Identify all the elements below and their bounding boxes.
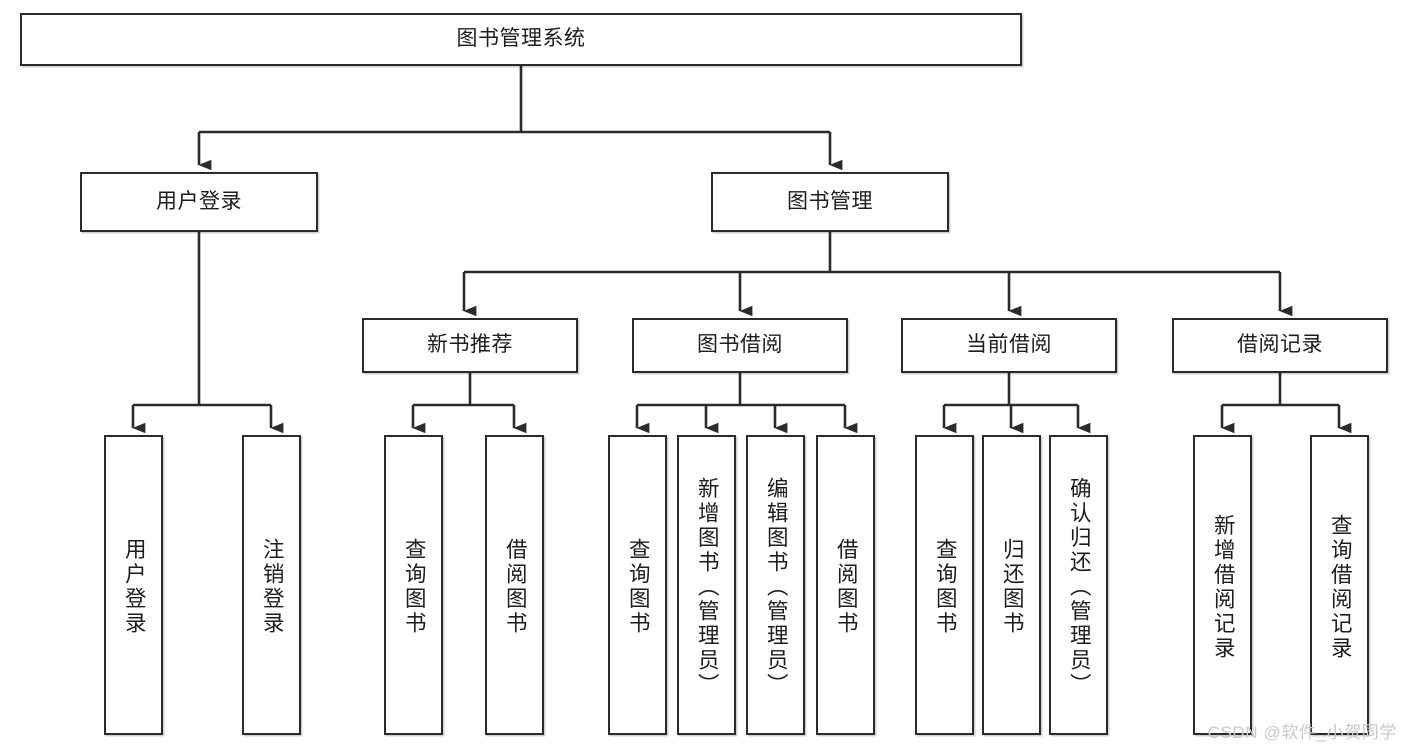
leaf-return-book-label: 归还图书 (1000, 538, 1025, 636)
leaf-edit-book-admin[interactable]: 编辑图书（管理员） (746, 435, 805, 735)
leaf-query-book-current[interactable]: 查询图书 (915, 435, 974, 735)
leaf-add-book-admin-label: 新增图书（管理员） (695, 476, 720, 698)
node-new-book-recommend-label: 新书推荐 (427, 333, 513, 357)
leaf-query-borrow-record-label: 查询借阅记录 (1328, 513, 1353, 661)
node-book-borrow-label: 图书借阅 (697, 333, 783, 357)
leaf-query-book-borrow[interactable]: 查询图书 (608, 435, 667, 735)
leaf-logout-login-label: 注销登录 (260, 538, 285, 636)
leaf-user-login-label: 用户登录 (122, 538, 147, 636)
leaf-confirm-return-admin-label: 确认归还（管理员） (1067, 476, 1092, 698)
node-root-label: 图书管理系统 (456, 27, 586, 51)
node-current-borrow-label: 当前借阅 (966, 333, 1052, 357)
node-root[interactable]: 图书管理系统 (20, 13, 1022, 66)
leaf-query-book-current-label: 查询图书 (933, 538, 958, 636)
leaf-borrow-book-borrow-label: 借阅图书 (834, 538, 859, 636)
leaf-borrow-book-recommend-label: 借阅图书 (503, 538, 528, 636)
leaf-query-borrow-record[interactable]: 查询借阅记录 (1310, 435, 1369, 735)
leaf-query-book-borrow-label: 查询图书 (626, 538, 651, 636)
leaf-logout-login[interactable]: 注销登录 (242, 435, 301, 735)
leaf-borrow-book-recommend[interactable]: 借阅图书 (485, 435, 544, 735)
node-current-borrow[interactable]: 当前借阅 (901, 318, 1117, 373)
node-book-manage[interactable]: 图书管理 (711, 172, 949, 232)
leaf-borrow-book-borrow[interactable]: 借阅图书 (816, 435, 875, 735)
leaf-query-book-recommend[interactable]: 查询图书 (384, 435, 443, 735)
leaf-user-login[interactable]: 用户登录 (104, 435, 163, 735)
leaf-return-book[interactable]: 归还图书 (982, 435, 1041, 735)
node-book-borrow[interactable]: 图书借阅 (632, 318, 848, 373)
leaf-confirm-return-admin[interactable]: 确认归还（管理员） (1049, 435, 1108, 735)
leaf-add-borrow-record[interactable]: 新增借阅记录 (1193, 435, 1252, 735)
leaf-query-book-recommend-label: 查询图书 (402, 538, 427, 636)
leaf-add-borrow-record-label: 新增借阅记录 (1211, 513, 1236, 661)
node-book-manage-label: 图书管理 (787, 189, 873, 213)
node-new-book-recommend[interactable]: 新书推荐 (362, 318, 578, 373)
node-user-login-label: 用户登录 (156, 189, 242, 213)
node-borrow-record-label: 借阅记录 (1237, 333, 1323, 357)
node-borrow-record[interactable]: 借阅记录 (1172, 318, 1388, 373)
leaf-add-book-admin[interactable]: 新增图书（管理员） (677, 435, 736, 735)
leaf-edit-book-admin-label: 编辑图书（管理员） (764, 476, 789, 698)
node-user-login[interactable]: 用户登录 (80, 172, 318, 232)
